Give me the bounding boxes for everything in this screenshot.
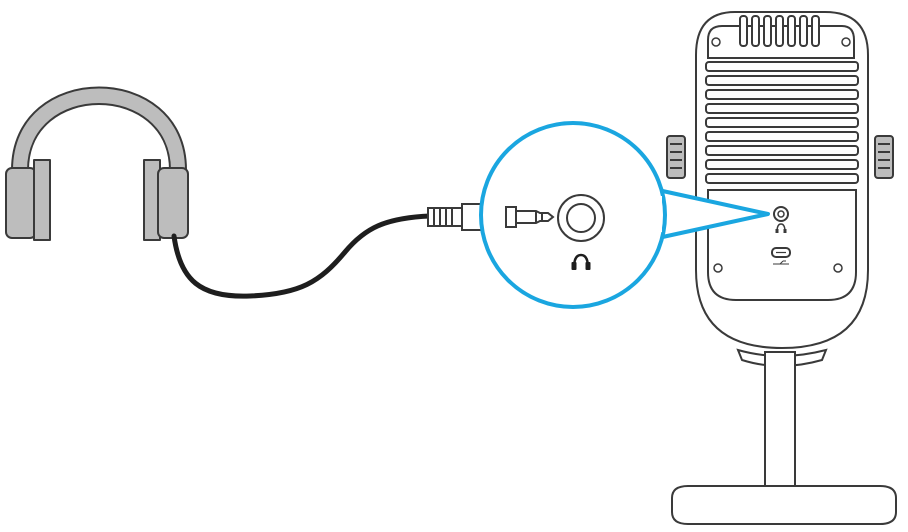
zoom-callout: [479, 121, 770, 309]
left-ear-cup-cushion: [5, 167, 37, 239]
headphone-cable: [171, 213, 433, 299]
left-ear-cup: [33, 159, 51, 241]
microphone-icon: [666, 11, 894, 350]
right-ear-cup-cushion: [157, 167, 189, 239]
stand-pole: [764, 351, 796, 493]
plug-tip-overlay: [505, 206, 555, 228]
right-side-knob: [874, 135, 894, 179]
microphone-stand: [671, 348, 897, 525]
usb-symbol-icon: [773, 260, 789, 265]
stand-base: [671, 485, 897, 525]
left-side-knob: [666, 135, 686, 179]
top-vent-slots: [739, 15, 820, 47]
mic-headphone-symbol-icon: [776, 223, 786, 233]
microphone-grille: [705, 61, 859, 184]
headphones-icon: [5, 86, 189, 241]
headphone-symbol-icon: [571, 253, 591, 270]
headphone-headband: [11, 86, 187, 171]
